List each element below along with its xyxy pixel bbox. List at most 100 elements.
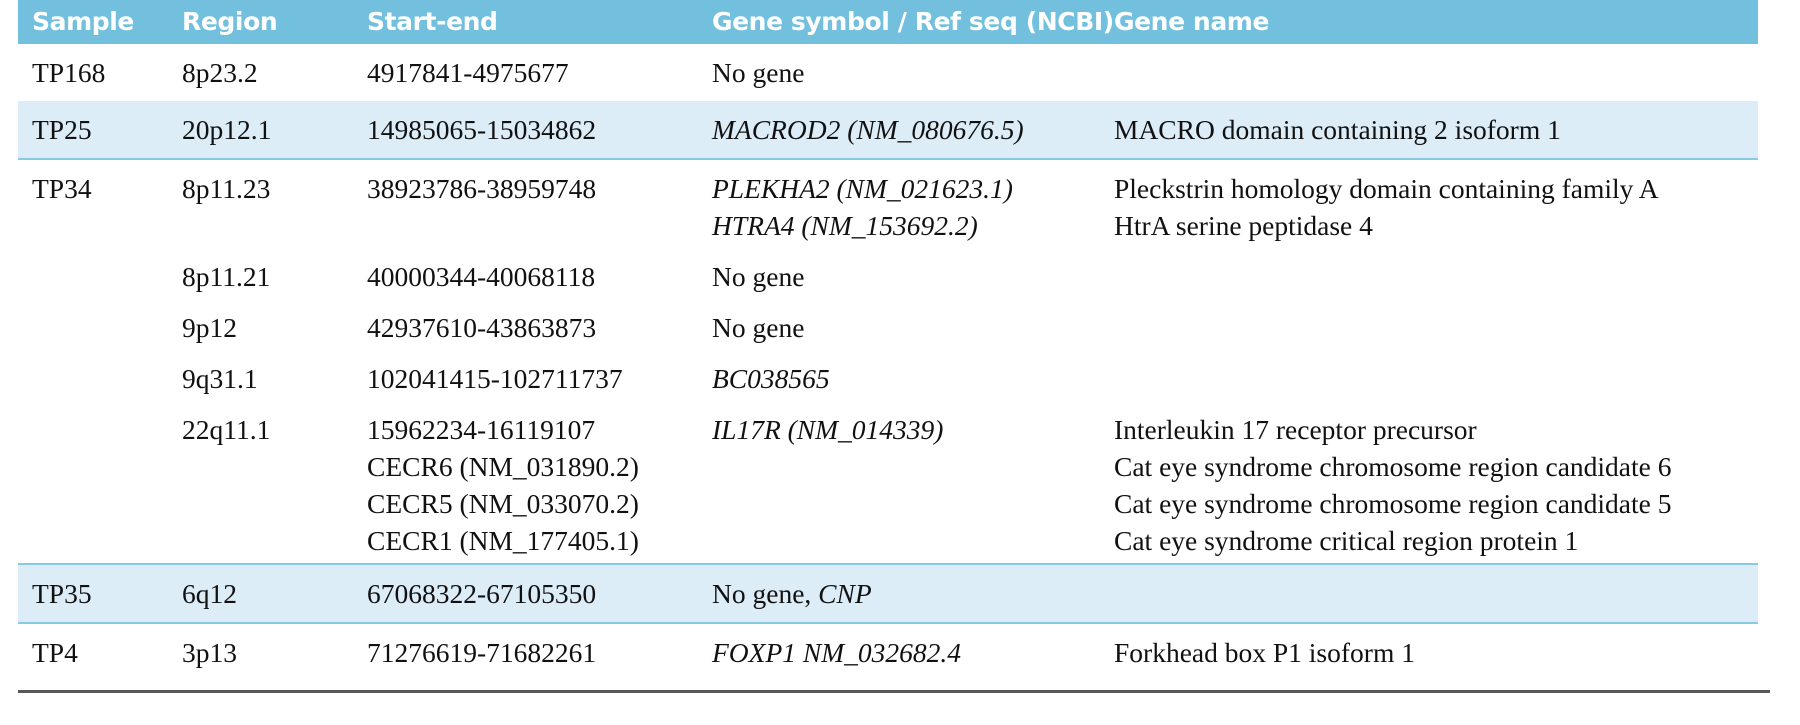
cell-line: 9q31.1 (182, 363, 258, 394)
cell-sample: TP168 (18, 44, 178, 101)
cell-text-fragment: Cat eye syndrome chromosome region candi… (1114, 488, 1672, 519)
cell-line: 38923786-38959748 (367, 173, 597, 204)
cell-region: 8p11.23 (178, 159, 363, 248)
cell-gene-name: Pleckstrin homology domain containing fa… (1108, 159, 1758, 248)
genomic-regions-table: Sample Region Start-end Gene symbol / Re… (18, 0, 1758, 681)
cell-text-fragment: IL17R (NM_014339) (712, 414, 944, 445)
cell-start-end: 14985065-15034862 (363, 101, 708, 160)
cell-sample: TP25 (18, 101, 178, 160)
cell-text-fragment: HTRA4 (NM_153692.2) (712, 210, 978, 241)
cell-start-end: 42937610-43863873 (363, 299, 708, 350)
cell-sample (18, 248, 178, 299)
cell-line (32, 309, 178, 346)
cell-line: No gene (712, 258, 1108, 295)
cell-line: No gene (712, 54, 1108, 91)
cell-line: FOXP1 NM_032682.4 (712, 634, 1108, 671)
cell-line: 20p12.1 (182, 114, 272, 145)
cell-line: TP25 (32, 114, 92, 145)
cell-start-end: 67068322-67105350 (363, 564, 708, 624)
cell-line: No gene (712, 309, 1108, 346)
cell-region: 8p11.21 (178, 248, 363, 299)
cell-line: 4917841-4975677 (367, 57, 569, 88)
cell-gene-symbol-refseq: FOXP1 NM_032682.4 (708, 623, 1108, 681)
cell-text-fragment: CNP (818, 578, 872, 609)
cell-text-fragment: No gene (712, 312, 805, 343)
cell-gene-symbol-refseq: PLEKHA2 (NM_021623.1) HTRA4 (NM_153692.2) (708, 159, 1108, 248)
cell-region: 9q31.1 (178, 350, 363, 401)
cell-line: MACROD2 (NM_080676.5) (712, 111, 1108, 148)
cell-text-fragment: CECR6 (NM_031890.2) (367, 451, 639, 482)
cell-start-end: 71276619-71682261 (363, 623, 708, 681)
cell-text-fragment: PLEKHA2 (NM_021623.1) (712, 173, 1013, 204)
cell-sample (18, 350, 178, 401)
cell-text-fragment: HtrA serine peptidase 4 (1114, 210, 1373, 241)
table-row: 8p11.21 40000344-40068118 No gene (18, 248, 1758, 299)
table-header: Sample Region Start-end Gene symbol / Re… (18, 0, 1758, 44)
cell-text-fragment: No gene (712, 261, 805, 292)
table-row: TP25 20p12.1 14985065-15034862 MACROD2 (NM_… (18, 101, 1758, 160)
cell-line: BC038565 (712, 360, 1108, 397)
cell-gene-symbol-refseq: No gene (708, 44, 1108, 101)
cell-line: 15962234-16119107 (367, 411, 708, 448)
cell-gene-name (1108, 564, 1758, 624)
cell-start-end: 38923786-38959748 (363, 159, 708, 248)
column-header-start-end: Start-end (367, 6, 498, 36)
cell-line: CECR6 (NM_031890.2) (367, 448, 708, 485)
cell-gene-name: Forkhead box P1 isoform 1 (1108, 623, 1758, 681)
cell-region: 20p12.1 (178, 101, 363, 160)
cell-region: 9p12 (178, 299, 363, 350)
cell-region: 3p13 (178, 623, 363, 681)
cell-gene-symbol-refseq: BC038565 (708, 350, 1108, 401)
cell-gene-name (1108, 248, 1758, 299)
cell-text-fragment: MACRO domain containing 2 isoform 1 (1114, 114, 1561, 145)
cell-line: 3p13 (182, 637, 237, 668)
cell-line: TP35 (32, 578, 92, 609)
cell-sample (18, 299, 178, 350)
cell-line (32, 258, 178, 295)
cell-line: 22q11.1 (182, 414, 271, 445)
cell-line: 6q12 (182, 578, 237, 609)
cell-line: Forkhead box P1 isoform 1 (1114, 634, 1758, 671)
table-row: TP34 8p11.23 38923786-38959748 PLEKHA2 (NM_… (18, 159, 1758, 248)
cell-line: 71276619-71682261 (367, 637, 597, 668)
cell-text-fragment: No gene (712, 57, 805, 88)
cell-line: CECR1 (NM_177405.1) (367, 522, 708, 559)
cell-line: Pleckstrin homology domain containing fa… (1114, 170, 1758, 207)
cell-sample: TP4 (18, 623, 178, 681)
cell-line: 8p11.21 (182, 261, 271, 292)
cell-sample: TP34 (18, 159, 178, 248)
cell-region: 22q11.1 (178, 401, 363, 565)
cell-text-fragment: FOXP1 NM_032682.4 (712, 637, 962, 668)
cell-start-end: 40000344-40068118 (363, 248, 708, 299)
cell-text-fragment: CECR1 (NM_177405.1) (367, 525, 639, 556)
column-header-gene-symbol-refseq: Gene symbol / Ref seq (NCBI) (712, 6, 1114, 36)
cell-line: Cat eye syndrome chromosome region candi… (1114, 448, 1758, 485)
column-header-region: Region (182, 6, 278, 36)
cell-sample: TP35 (18, 564, 178, 624)
table-bottom-rule (18, 690, 1770, 693)
cell-line: MACRO domain containing 2 isoform 1 (1114, 111, 1758, 148)
cell-text-fragment: Forkhead box P1 isoform 1 (1114, 637, 1415, 668)
cell-line: TP168 (32, 57, 106, 88)
cell-line: CECR5 (NM_033070.2) (367, 485, 708, 522)
cell-line: 8p11.23 (182, 173, 271, 204)
cell-text-fragment: Cat eye syndrome chromosome region candi… (1114, 451, 1672, 482)
cell-region: 8p23.2 (178, 44, 363, 101)
cell-line: 42937610-43863873 (367, 312, 597, 343)
cell-gene-symbol-refseq: No gene (708, 299, 1108, 350)
cell-region: 6q12 (178, 564, 363, 624)
cell-gene-symbol-refseq: No gene (708, 248, 1108, 299)
cell-text-fragment: Cat eye syndrome critical region protein… (1114, 525, 1579, 556)
cell-line: TP34 (32, 173, 92, 204)
cell-line (32, 411, 178, 448)
cell-line: 14985065-15034862 (367, 114, 597, 145)
cell-line: 40000344-40068118 (367, 261, 596, 292)
